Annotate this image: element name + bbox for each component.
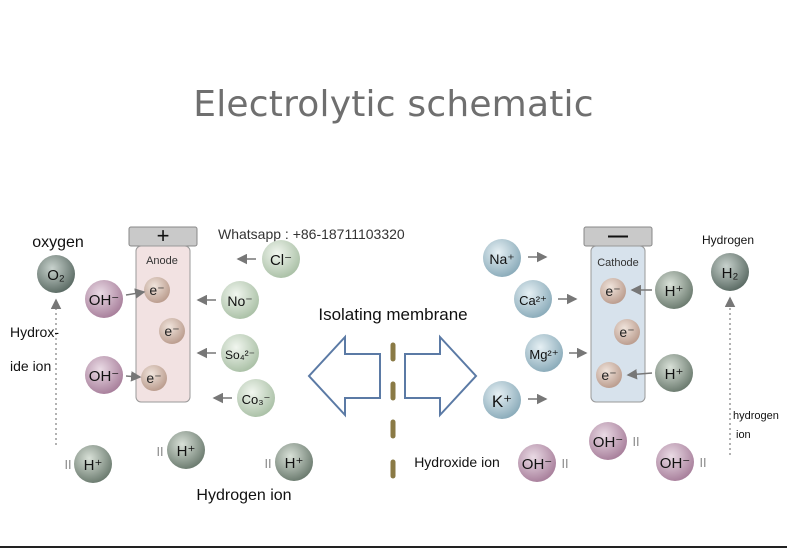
cathode-electron: e⁻ xyxy=(600,278,626,304)
svg-text:e⁻: e⁻ xyxy=(146,370,161,386)
svg-text:O₂: O₂ xyxy=(47,267,65,284)
svg-text:e⁻: e⁻ xyxy=(601,367,616,383)
svg-text:OH⁻: OH⁻ xyxy=(593,434,623,451)
hydrogen-label: Hydrogen xyxy=(702,233,754,247)
svg-text:K⁺: K⁺ xyxy=(492,392,512,411)
svg-text:Ca²⁺: Ca²⁺ xyxy=(519,293,547,308)
hydrogen-molecule: H₂ xyxy=(711,253,749,291)
svg-text:OH⁻: OH⁻ xyxy=(89,368,119,385)
anode-electron: e⁻ xyxy=(144,277,170,303)
hydrogen-ion: II H⁺ xyxy=(64,445,112,483)
sulfate-ion: So₄²⁻ xyxy=(221,334,259,372)
svg-text:e⁻: e⁻ xyxy=(164,323,179,339)
svg-text:OH⁻: OH⁻ xyxy=(89,292,119,309)
svg-text:H₂: H₂ xyxy=(722,265,739,282)
hydrogen-ion: II H⁺ xyxy=(264,443,313,481)
arrow xyxy=(125,371,142,382)
hydrogen-ion-small-label-line1: hydrogen xyxy=(733,410,779,422)
anode-electrode: + Anode xyxy=(128,223,198,403)
svg-text:II: II xyxy=(264,457,271,471)
hydrogen-ion: H⁺ xyxy=(655,271,693,309)
calcium-ion: Ca²⁺ xyxy=(514,280,552,318)
whatsapp-contact: Whatsapp : +86-18711103320 xyxy=(218,226,405,242)
left-hollow-arrow xyxy=(307,334,381,418)
svg-text:e⁻: e⁻ xyxy=(605,283,620,299)
hydrogen-ion-small-label-line2: ion xyxy=(736,429,751,441)
isolating-membrane-label: Isolating membrane xyxy=(318,305,467,324)
hydroxide-ion: OH⁻ II xyxy=(589,422,640,460)
magnesium-ion: Mg²⁺ xyxy=(525,334,563,372)
cathode-label: Cathode xyxy=(597,257,639,269)
svg-text:e⁻: e⁻ xyxy=(619,324,634,340)
svg-text:II: II xyxy=(156,445,163,459)
hydrogen-ion: H⁺ xyxy=(655,354,693,392)
hydroxide-ion: OH⁻ xyxy=(85,356,123,394)
svg-text:II: II xyxy=(699,456,706,470)
oxygen-label: oxygen xyxy=(32,234,84,251)
svg-text:II: II xyxy=(64,458,71,472)
hydroxide-ion: OH⁻ xyxy=(85,280,123,318)
svg-text:Co₃⁻: Co₃⁻ xyxy=(242,392,271,407)
arrow xyxy=(626,369,653,380)
anode-label: Anode xyxy=(146,255,178,267)
svg-text:Cl⁻: Cl⁻ xyxy=(270,252,292,269)
hydroxide-ion: OH⁻ II xyxy=(656,443,707,481)
potassium-ion: K⁺ xyxy=(483,381,521,419)
bottom-divider xyxy=(0,546,787,548)
svg-text:So₄²⁻: So₄²⁻ xyxy=(225,348,255,362)
hydroxide-ion-label-line1: Hydrox- xyxy=(10,324,59,340)
right-hollow-arrow xyxy=(404,334,478,418)
hydrogen-ion: II H⁺ xyxy=(156,431,205,469)
nitrate-ion: No⁻ xyxy=(221,281,259,319)
hydroxide-ion-label: Hydroxide ion xyxy=(414,454,500,470)
arrow xyxy=(125,288,146,299)
chloride-ion: Cl⁻ xyxy=(262,240,300,278)
cathode-electron: e⁻ xyxy=(596,362,622,388)
hydroxide-ion: OH⁻ II xyxy=(518,444,569,482)
svg-text:Na⁺: Na⁺ xyxy=(489,251,514,267)
svg-text:e⁻: e⁻ xyxy=(149,282,164,298)
hydrogen-ion-label: Hydrogen ion xyxy=(196,487,291,504)
cathode-minus-sign: — xyxy=(608,225,628,247)
hydroxide-ion-label-line2: ide ion xyxy=(10,358,51,374)
svg-text:OH⁻: OH⁻ xyxy=(660,455,690,472)
svg-text:No⁻: No⁻ xyxy=(227,293,252,309)
carbonate-ion: Co₃⁻ xyxy=(237,379,275,417)
svg-text:H⁺: H⁺ xyxy=(665,366,684,383)
svg-text:II: II xyxy=(561,457,568,471)
page-title: Electrolytic schematic xyxy=(193,84,594,125)
svg-text:OH⁻: OH⁻ xyxy=(522,456,552,473)
anode-electron: e⁻ xyxy=(159,318,185,344)
svg-text:H⁺: H⁺ xyxy=(665,283,684,300)
svg-text:Mg²⁺: Mg²⁺ xyxy=(529,347,558,362)
anode-plus-sign: + xyxy=(157,223,170,248)
anode-electron: e⁻ xyxy=(141,365,167,391)
svg-text:II: II xyxy=(632,435,639,449)
svg-text:H⁺: H⁺ xyxy=(177,443,196,460)
sodium-ion: Na⁺ xyxy=(483,239,521,277)
cathode-electron: e⁻ xyxy=(614,319,640,345)
oxygen-molecule: O₂ xyxy=(37,255,75,293)
svg-text:H⁺: H⁺ xyxy=(285,455,304,472)
svg-text:H⁺: H⁺ xyxy=(84,457,103,474)
